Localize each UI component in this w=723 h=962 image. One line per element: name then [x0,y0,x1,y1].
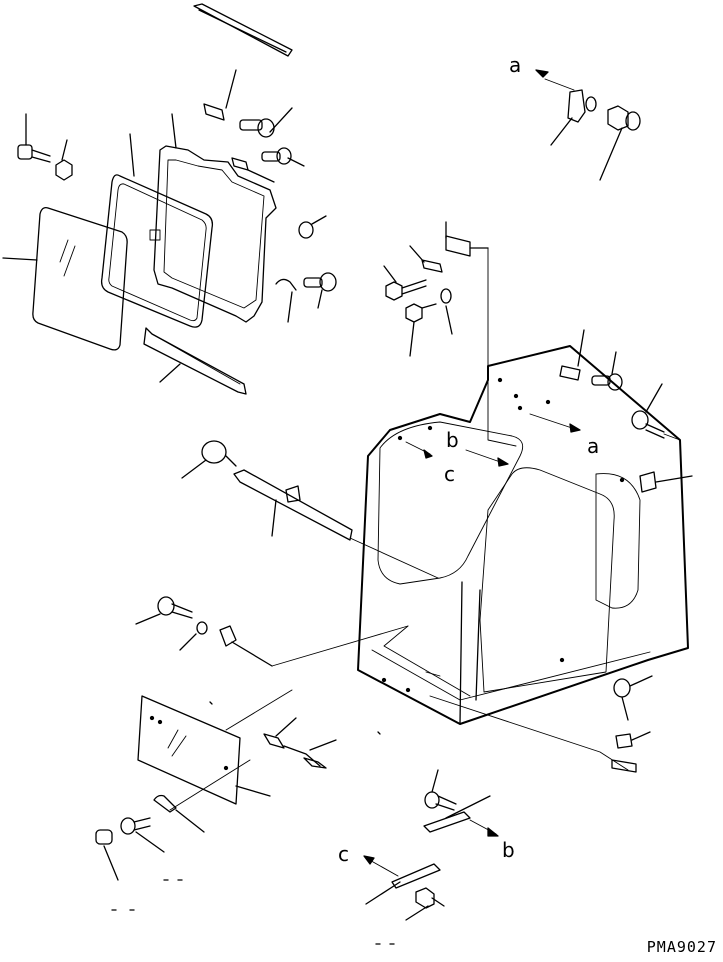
lower-bolt [135,596,193,625]
arrow-b-cab [465,449,509,467]
small-screw [120,817,165,853]
glass-hinge [263,717,337,767]
bolt-left [17,113,51,163]
nut-left [55,139,73,181]
rear-clip [615,731,651,749]
label-b-bottom: b [502,838,515,862]
rear-knob [613,675,653,721]
lower-latch [219,625,409,667]
hook-bolt [303,272,337,309]
top-seal-strip [193,3,293,57]
arrow-c-cab [405,441,433,459]
cab-plate [559,329,585,381]
mid-washer [440,288,453,335]
small-clip [231,157,275,183]
upper-bolt [239,107,293,138]
bracket-a [535,69,597,146]
mid-bolt-2 [405,303,437,357]
rail-knob [181,440,237,479]
bottom-bolt-2 [405,887,445,921]
upper-clip [203,69,237,121]
bottom-strip-b [423,795,499,837]
window-glass [2,206,128,351]
cab-bolt-1 [591,351,623,391]
center-rail [233,469,439,579]
knob [298,215,327,239]
bottom-bolt [424,769,457,811]
small-bolt-1 [261,147,305,167]
glass-pin [303,757,327,769]
cab-body [357,345,689,725]
mid-bolt-1 [383,265,427,301]
window-seal-frame [100,133,214,328]
lower-seal-strip [143,327,247,395]
label-c-cab: c [444,462,455,486]
label-c-bottom: c [338,842,349,866]
cab-lower-rod [429,695,637,773]
bolt-top-right [599,105,641,181]
hook-clip [275,278,297,323]
arrow-a-cab [529,413,581,433]
label-a-cab: a [587,434,600,458]
rubber-plug [95,829,119,881]
window-mount-frame [149,113,277,323]
cab-side-clip [639,471,693,493]
mid-bracket [445,221,489,257]
label-b-cab: b [446,428,459,452]
lower-washer [179,621,208,651]
drawing-code: PMA9027 [646,938,717,956]
lower-glass [137,695,271,805]
hinge-bracket [153,759,251,833]
cab-bolt-2 [631,383,665,439]
bottom-strip-c [363,855,441,905]
mid-clip [409,245,443,273]
label-a-top: a [509,53,522,77]
